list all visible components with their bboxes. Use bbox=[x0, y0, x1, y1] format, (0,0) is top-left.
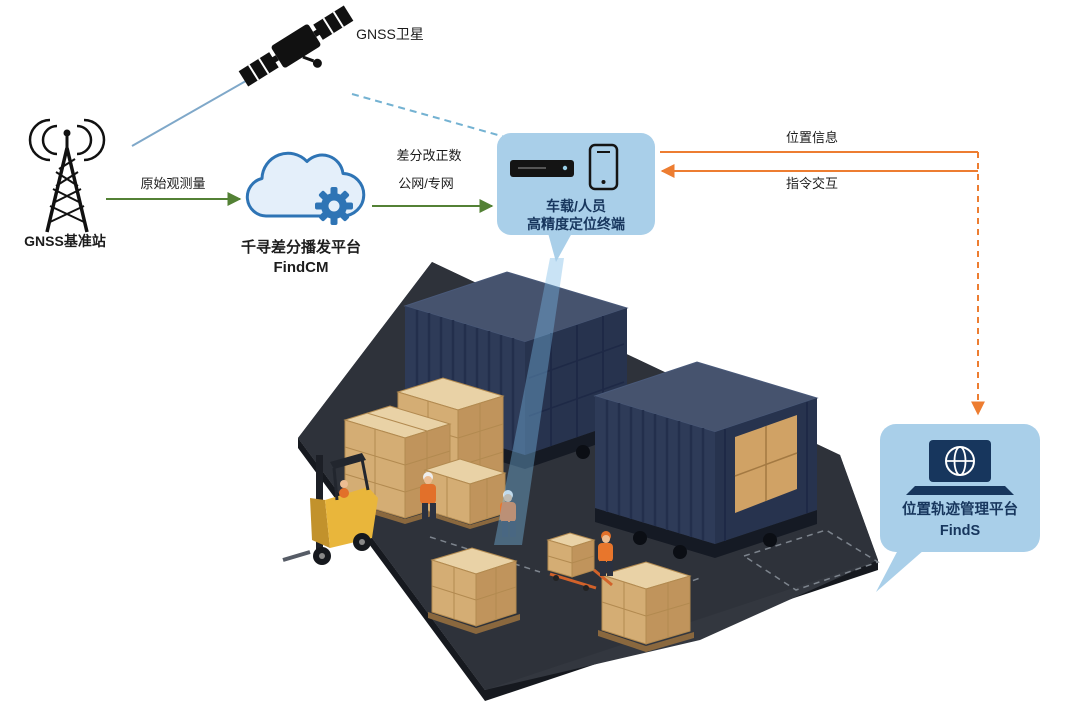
platform-label-1: 位置轨迹管理平台 bbox=[902, 502, 1018, 518]
pallet-stack-bottom-center bbox=[428, 547, 520, 634]
correction-label-2: 公网/专网 bbox=[398, 176, 454, 191]
pallet-stack-bottom-right bbox=[598, 561, 694, 652]
position-info-label: 位置信息 bbox=[785, 130, 839, 145]
terminal-label-2: 高精度定位终端 bbox=[527, 216, 625, 232]
container-2-cargo-lines bbox=[734, 426, 798, 501]
container-2 bbox=[593, 361, 819, 559]
finds-bubble bbox=[876, 424, 1040, 592]
laptop-globe-icon bbox=[906, 440, 1014, 495]
correction-label-1: 差分改正数 bbox=[396, 148, 462, 163]
positioning-beam bbox=[494, 258, 564, 545]
pallet-stack-front bbox=[423, 458, 507, 529]
worker-1 bbox=[420, 472, 436, 519]
terminal-label-1: 车载/人员 bbox=[546, 198, 606, 214]
base-station-label: GNSS基准站 bbox=[24, 233, 106, 249]
raw-observation-label: 原始观测量 bbox=[140, 176, 206, 191]
satellite-base-line bbox=[131, 73, 259, 147]
cloud-icon bbox=[245, 151, 366, 225]
satellite-label: GNSS卫星 bbox=[356, 26, 424, 42]
floor-marking-zone bbox=[742, 529, 880, 591]
worker-3 bbox=[598, 531, 613, 576]
pallet-jack bbox=[546, 532, 613, 591]
warehouse-scene bbox=[282, 262, 880, 701]
antenna-tower-icon bbox=[28, 118, 106, 233]
cloud-platform-label-1: 千寻差分播发平台 bbox=[240, 239, 362, 256]
terminal-bubble bbox=[497, 133, 655, 262]
command-interaction-label: 指令交互 bbox=[785, 176, 839, 191]
ground-side bbox=[298, 438, 878, 701]
smartphone-icon bbox=[588, 143, 619, 191]
vehicle-terminal-icon bbox=[510, 160, 574, 177]
container-2-door-frame bbox=[724, 402, 808, 541]
forklift bbox=[282, 453, 378, 565]
platform-label-2: FindS bbox=[939, 523, 981, 539]
gear-icon bbox=[315, 187, 353, 225]
worker-2 bbox=[500, 490, 516, 537]
satellite-terminal-dashed-line bbox=[351, 93, 506, 138]
satellite-icon bbox=[238, 5, 354, 87]
cloud-platform-label-2: FindCM bbox=[273, 259, 329, 276]
container-2-ribs bbox=[605, 400, 705, 540]
